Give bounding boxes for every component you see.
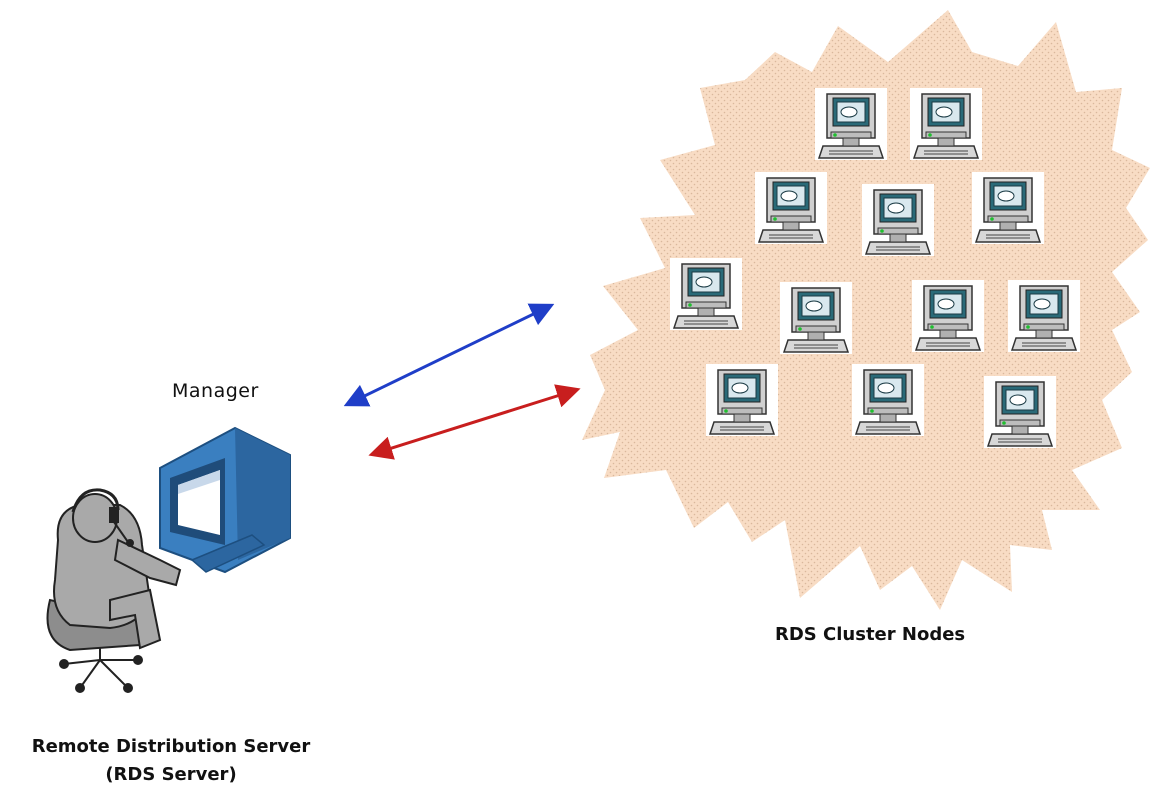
cluster-nodes-label: RDS Cluster Nodes <box>775 624 966 645</box>
cluster-node-icon <box>755 172 827 244</box>
cluster-node-icon <box>972 172 1044 244</box>
cluster-node-icon <box>706 364 778 436</box>
operator-with-headset-icon <box>46 488 182 693</box>
rds-server-label: Remote Distribution Server (RDS Server) <box>10 733 332 789</box>
cluster-node-icon <box>670 258 742 330</box>
red-bidirectional-arrow <box>368 384 581 460</box>
cluster-node-icon <box>862 184 934 256</box>
cluster-node-icon <box>984 376 1056 448</box>
cluster-node-icon <box>815 88 887 160</box>
blue-bidirectional-arrow <box>343 303 555 407</box>
cluster-node-icon <box>912 280 984 352</box>
rds-server-label-line1: Remote Distribution Server <box>31 736 311 757</box>
rds-server-label-line2: (RDS Server) <box>105 764 237 785</box>
cluster-node-icon <box>852 364 924 436</box>
cluster-node-icon <box>780 282 852 354</box>
manager-label: Manager <box>172 380 259 402</box>
cluster-node-icon <box>910 88 982 160</box>
cluster-cloud <box>582 10 1150 610</box>
manager-monitor-icon <box>159 426 291 574</box>
cluster-node-icon <box>1008 280 1080 352</box>
